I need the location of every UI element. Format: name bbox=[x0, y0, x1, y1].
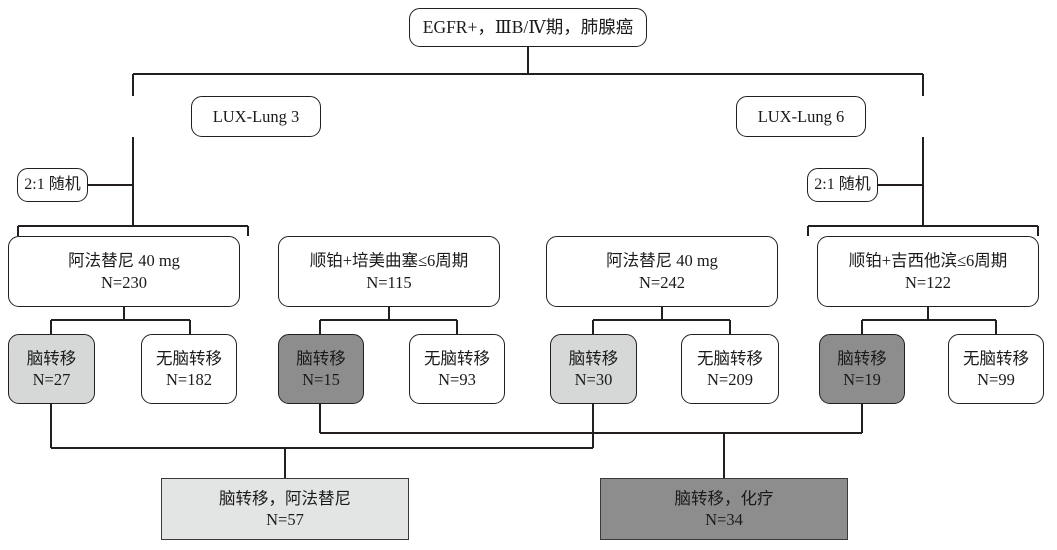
node-outcome-brainmet-afatinib-lux3[interactable]: 脑转移 N=27 bbox=[8, 334, 95, 404]
node-study-lux-lung-6[interactable]: LUX-Lung 6 bbox=[736, 96, 866, 137]
node-arm-name: 阿法替尼 40 mg bbox=[68, 251, 180, 271]
node-outcome-name: 无脑转移 bbox=[697, 348, 763, 368]
node-outcome-name: 脑转移 bbox=[568, 348, 619, 368]
node-outcome-name: 无脑转移 bbox=[963, 348, 1029, 368]
node-outcome-n: N=19 bbox=[843, 370, 881, 389]
node-summary-n: N=57 bbox=[266, 510, 304, 529]
node-study-label: LUX-Lung 6 bbox=[757, 106, 845, 126]
node-outcome-nobrainmet-afatinib-lux3[interactable]: 无脑转移 N=182 bbox=[141, 334, 237, 404]
node-outcome-name: 无脑转移 bbox=[156, 348, 222, 368]
node-outcome-nobrainmet-afatinib-lux6[interactable]: 无脑转移 N=209 bbox=[681, 334, 779, 404]
node-outcome-n: N=27 bbox=[32, 370, 71, 389]
node-randomization-left[interactable]: 2:1 随机 bbox=[17, 168, 88, 202]
node-outcome-n: N=99 bbox=[977, 370, 1015, 389]
node-summary-brainmet-afatinib[interactable]: 脑转移，阿法替尼 N=57 bbox=[161, 478, 409, 540]
node-outcome-brainmet-afatinib-lux6[interactable]: 脑转移 N=30 bbox=[550, 334, 637, 404]
node-summary-name: 脑转移，阿法替尼 bbox=[219, 488, 351, 508]
node-arm-name: 顺铂+培美曲塞≤6周期 bbox=[309, 251, 469, 271]
node-arm-n: N=122 bbox=[905, 272, 951, 292]
node-summary-brainmet-chemo[interactable]: 脑转移，化疗 N=34 bbox=[600, 478, 848, 540]
node-arm-n: N=230 bbox=[101, 272, 147, 292]
node-study-label: LUX-Lung 3 bbox=[212, 106, 300, 126]
node-outcome-name: 脑转移 bbox=[26, 348, 77, 368]
node-arm-afatinib-lux6[interactable]: 阿法替尼 40 mg N=242 bbox=[546, 236, 778, 307]
node-arm-n: N=242 bbox=[639, 272, 685, 292]
node-summary-name: 脑转移，化疗 bbox=[674, 488, 774, 508]
node-outcome-brainmet-chemo-lux6[interactable]: 脑转移 N=19 bbox=[819, 334, 905, 404]
node-randomization-label: 2:1 随机 bbox=[814, 175, 871, 193]
node-outcome-n: N=15 bbox=[302, 370, 340, 389]
node-outcome-name: 脑转移 bbox=[296, 348, 346, 368]
node-randomization-right[interactable]: 2:1 随机 bbox=[807, 168, 878, 202]
node-outcome-nobrainmet-chemo-lux3[interactable]: 无脑转移 N=93 bbox=[409, 334, 505, 404]
node-root-label: EGFR+，ⅢB/Ⅳ期，肺腺癌 bbox=[422, 17, 634, 38]
node-outcome-name: 无脑转移 bbox=[424, 348, 490, 368]
node-arm-chemo-lux3[interactable]: 顺铂+培美曲塞≤6周期 N=115 bbox=[278, 236, 500, 307]
node-summary-n: N=34 bbox=[705, 510, 743, 529]
node-root[interactable]: EGFR+，ⅢB/Ⅳ期，肺腺癌 bbox=[409, 8, 647, 47]
node-arm-name: 顺铂+吉西他滨≤6周期 bbox=[848, 251, 1008, 271]
node-outcome-n: N=182 bbox=[166, 370, 212, 389]
node-outcome-n: N=93 bbox=[438, 370, 476, 389]
node-arm-name: 阿法替尼 40 mg bbox=[606, 251, 718, 271]
node-arm-chemo-lux6[interactable]: 顺铂+吉西他滨≤6周期 N=122 bbox=[817, 236, 1039, 307]
node-randomization-label: 2:1 随机 bbox=[24, 175, 81, 193]
node-outcome-n: N=209 bbox=[707, 370, 753, 389]
node-outcome-name: 脑转移 bbox=[837, 348, 887, 368]
node-outcome-n: N=30 bbox=[574, 370, 613, 389]
node-outcome-nobrainmet-chemo-lux6[interactable]: 无脑转移 N=99 bbox=[948, 334, 1044, 404]
node-arm-n: N=115 bbox=[366, 272, 412, 292]
node-arm-afatinib-lux3[interactable]: 阿法替尼 40 mg N=230 bbox=[8, 236, 240, 307]
node-outcome-brainmet-chemo-lux3[interactable]: 脑转移 N=15 bbox=[278, 334, 364, 404]
node-study-lux-lung-3[interactable]: LUX-Lung 3 bbox=[191, 96, 321, 137]
